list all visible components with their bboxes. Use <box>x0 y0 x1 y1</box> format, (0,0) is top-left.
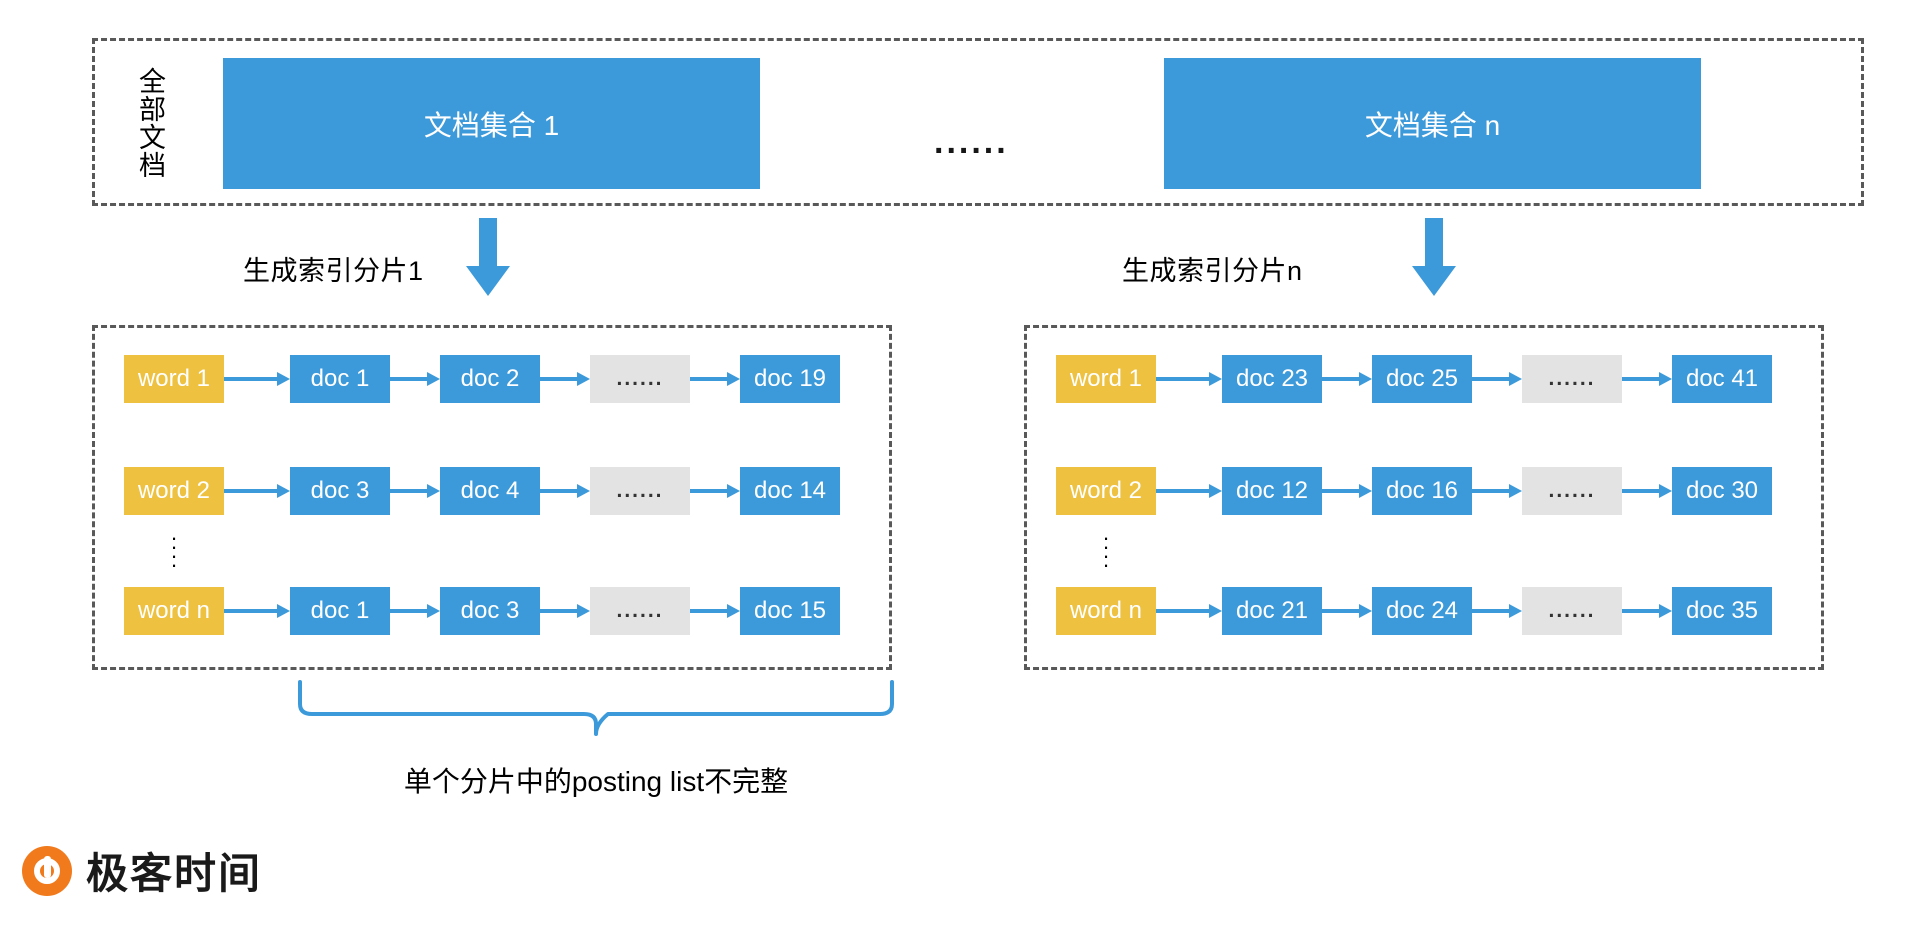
doc-cell: doc 35 <box>1672 587 1772 635</box>
doc-cell: doc 24 <box>1372 587 1472 635</box>
posting-list-row: word n doc 21 doc 24...... doc 35 <box>1056 587 1772 635</box>
shard-n-container <box>1024 325 1824 670</box>
posting-arrow-icon <box>1472 355 1522 403</box>
down-arrow-shard-n <box>1412 218 1456 296</box>
doc-cell: doc 3 <box>290 467 390 515</box>
doc-cell: doc 15 <box>740 587 840 635</box>
document-set-1: 文档集合 1 <box>223 58 760 189</box>
posting-ellipsis-cell: ...... <box>590 467 690 515</box>
posting-arrow-icon <box>390 467 440 515</box>
posting-arrow-icon <box>224 587 290 635</box>
doc-cell: doc 25 <box>1372 355 1472 403</box>
shard-1-container <box>92 325 892 670</box>
posting-arrow-icon <box>1472 467 1522 515</box>
term-cell: word 1 <box>124 355 224 403</box>
doc-cell: doc 12 <box>1222 467 1322 515</box>
posting-list-row: word 1 doc 23 doc 25...... doc 41 <box>1056 355 1772 403</box>
posting-arrow-icon <box>690 355 740 403</box>
term-cell: word 2 <box>1056 467 1156 515</box>
all-documents-label: 全部文档 <box>135 67 166 179</box>
term-cell: word 1 <box>1056 355 1156 403</box>
document-set-n: 文档集合 n <box>1164 58 1701 189</box>
posting-arrow-icon <box>540 467 590 515</box>
posting-list-row: word 2 doc 3 doc 4...... doc 14 <box>124 467 840 515</box>
posting-arrow-icon <box>224 355 290 403</box>
doc-cell: doc 19 <box>740 355 840 403</box>
posting-list-row: word 2 doc 12 doc 16...... doc 30 <box>1056 467 1772 515</box>
doc-cell: doc 30 <box>1672 467 1772 515</box>
all-documents-container <box>92 38 1864 206</box>
diagram-caption: 单个分片中的posting list不完整 <box>403 766 789 797</box>
posting-arrow-icon <box>1622 467 1672 515</box>
posting-arrow-icon <box>690 467 740 515</box>
posting-arrow-icon <box>390 355 440 403</box>
doc-cell: doc 3 <box>440 587 540 635</box>
posting-arrow-icon <box>1156 587 1222 635</box>
doc-cell: doc 4 <box>440 467 540 515</box>
posting-arrow-icon <box>1622 587 1672 635</box>
posting-arrow-icon <box>1322 355 1372 403</box>
incomplete-posting-list-brace <box>296 680 896 736</box>
posting-arrow-icon <box>1322 467 1372 515</box>
doc-cell: doc 1 <box>290 587 390 635</box>
posting-list-row: word 1 doc 1 doc 2...... doc 19 <box>124 355 840 403</box>
posting-arrow-icon <box>224 467 290 515</box>
vertical-ellipsis: ···· <box>170 525 178 577</box>
term-cell: word n <box>124 587 224 635</box>
term-cell: word 2 <box>124 467 224 515</box>
doc-cell: doc 41 <box>1672 355 1772 403</box>
geektime-logo: 极客时间 <box>22 840 262 901</box>
shard-n-label: 生成索引分片n <box>1122 256 1303 286</box>
posting-list-row: word n doc 1 doc 3...... doc 15 <box>124 587 840 635</box>
posting-arrow-icon <box>1472 587 1522 635</box>
doc-cell: doc 16 <box>1372 467 1472 515</box>
vertical-ellipsis: ···· <box>1102 525 1110 577</box>
posting-arrow-icon <box>1156 467 1222 515</box>
document-sets-ellipsis: ...... <box>934 123 1009 161</box>
doc-cell: doc 23 <box>1222 355 1322 403</box>
posting-arrow-icon <box>540 355 590 403</box>
doc-cell: doc 21 <box>1222 587 1322 635</box>
posting-arrow-icon <box>1622 355 1672 403</box>
posting-ellipsis-cell: ...... <box>1522 587 1622 635</box>
term-cell: word n <box>1056 587 1156 635</box>
doc-cell: doc 2 <box>440 355 540 403</box>
geektime-logo-icon <box>22 845 72 896</box>
doc-cell: doc 14 <box>740 467 840 515</box>
doc-cell: doc 1 <box>290 355 390 403</box>
geektime-logo-text: 极客时间 <box>86 849 263 898</box>
shard-1-label: 生成索引分片1 <box>243 256 424 286</box>
posting-ellipsis-cell: ...... <box>590 355 690 403</box>
posting-arrow-icon <box>690 587 740 635</box>
posting-arrow-icon <box>1156 355 1222 403</box>
down-arrow-shard-1 <box>466 218 510 296</box>
posting-ellipsis-cell: ...... <box>590 587 690 635</box>
posting-arrow-icon <box>540 587 590 635</box>
posting-ellipsis-cell: ...... <box>1522 355 1622 403</box>
posting-arrow-icon <box>390 587 440 635</box>
posting-ellipsis-cell: ...... <box>1522 467 1622 515</box>
posting-arrow-icon <box>1322 587 1372 635</box>
